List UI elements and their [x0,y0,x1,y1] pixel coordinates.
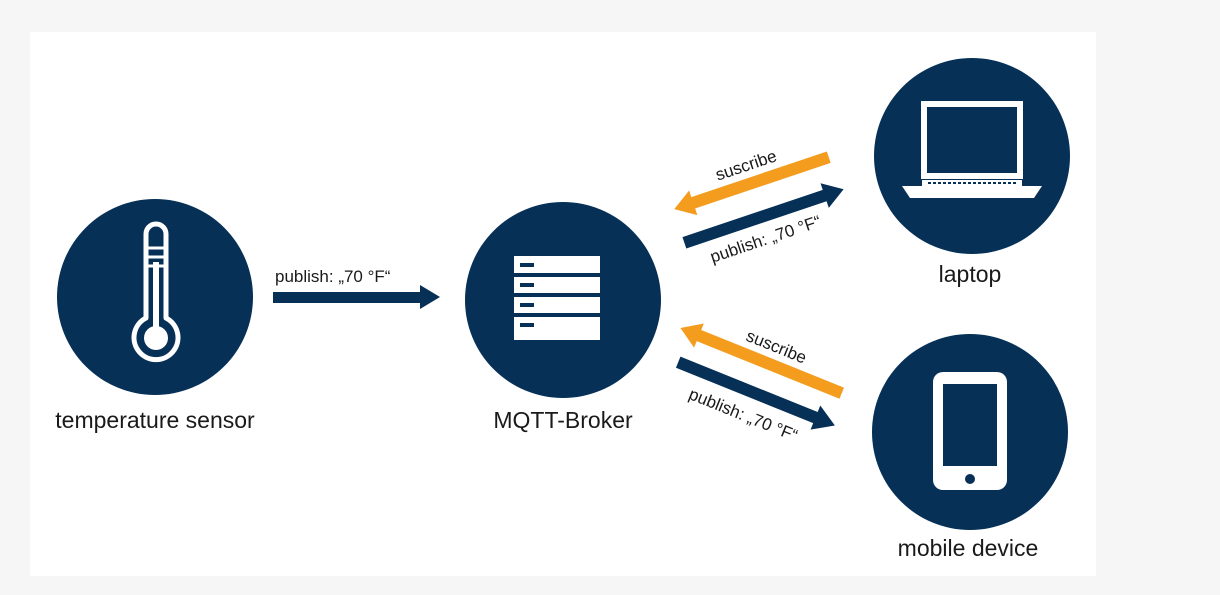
arrow-publish-broker-to-laptop: publish: „70 °F“ [682,183,844,267]
arrow-publish-sensor-to-broker: publish: „70 °F“ [273,267,440,309]
node-mobile-device: mobile device [872,334,1068,561]
node-label-laptop: laptop [939,261,1002,287]
edge-label-publish: publish: „70 °F“ [275,267,391,286]
node-laptop: laptop [874,58,1070,287]
node-mqtt-broker: MQTT-Broker [465,202,661,433]
server-icon [514,256,600,340]
smartphone-icon [933,372,1007,490]
node-temperature-sensor: temperature sensor [55,199,255,433]
node-label-mqtt-broker: MQTT-Broker [493,407,633,433]
laptop-icon [902,101,1042,198]
thermometer-icon [131,221,181,363]
node-circle [874,58,1070,254]
node-label-mobile-device: mobile device [898,535,1039,561]
arrow-publish-broker-to-mobile: publish: „70 °F“ [675,356,835,445]
arrow-subscribe-laptop: suscribe [674,146,831,216]
node-label-temperature-sensor: temperature sensor [55,407,255,433]
